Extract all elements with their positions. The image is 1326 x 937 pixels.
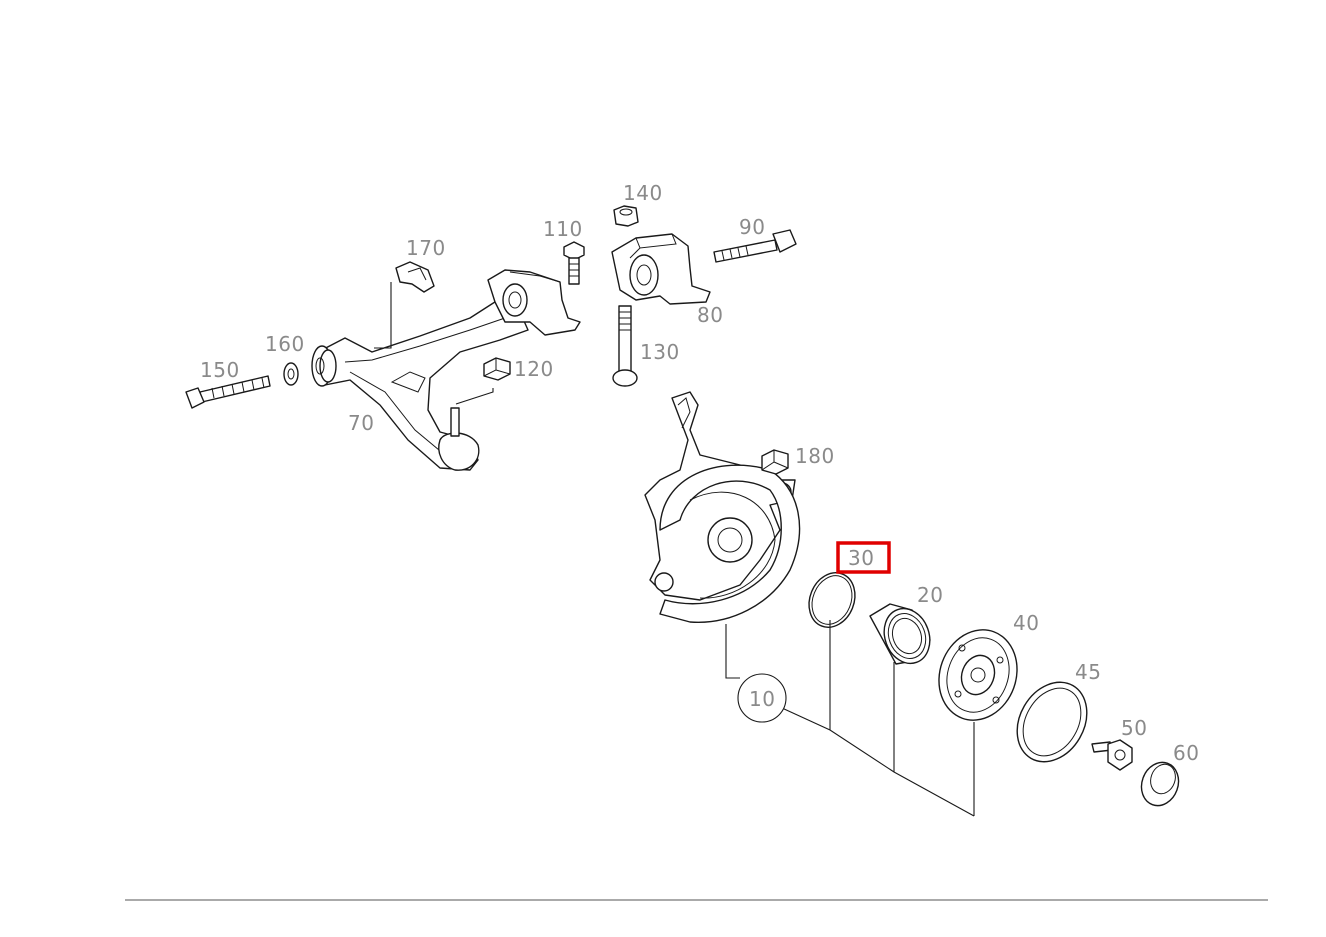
callout-60[interactable]: 60 — [1173, 741, 1199, 765]
callout-140[interactable]: 140 — [623, 181, 663, 205]
callout-45[interactable]: 45 — [1075, 660, 1101, 684]
leader-lines — [374, 282, 975, 817]
callout-160[interactable]: 160 — [265, 332, 305, 356]
callout-110[interactable]: 110 — [543, 217, 583, 241]
wheel-bearing-20-part[interactable] — [869, 602, 937, 670]
callout-170[interactable]: 170 — [406, 236, 446, 260]
callout-80[interactable]: 80 — [697, 303, 723, 327]
cap-60-part[interactable] — [1136, 757, 1185, 811]
callout-120[interactable]: 120 — [514, 357, 554, 381]
callout-70[interactable]: 70 — [348, 411, 374, 435]
rear-bushing-part[interactable] — [487, 269, 581, 336]
callout-50[interactable]: 50 — [1121, 716, 1147, 740]
nut-120-part[interactable] — [483, 357, 511, 381]
callout-130[interactable]: 130 — [640, 340, 680, 364]
control-arm-part[interactable] — [311, 299, 529, 471]
bolt-130-part[interactable] — [612, 305, 638, 387]
callout-40[interactable]: 40 — [1013, 611, 1039, 635]
callout-180[interactable]: 180 — [795, 444, 835, 468]
callout-30[interactable]: 30 — [848, 546, 874, 570]
assembly-circle — [737, 673, 787, 723]
nut-140-part[interactable] — [613, 205, 639, 227]
highlight-box — [836, 541, 891, 574]
callout-90[interactable]: 90 — [739, 215, 765, 239]
bolt-150-part[interactable] — [185, 375, 271, 409]
bolt-50-part[interactable] — [1091, 739, 1133, 771]
wheel-hub-40-part[interactable] — [927, 619, 1030, 731]
callout-150[interactable]: 150 — [200, 358, 240, 382]
bushing-part-80[interactable] — [611, 233, 711, 305]
snap-ring-30-part[interactable] — [801, 566, 863, 634]
bolt-90-part[interactable] — [713, 229, 797, 263]
bolt-110-part[interactable] — [563, 241, 585, 285]
ring-45-part[interactable] — [1003, 670, 1100, 775]
nut-180-part[interactable] — [761, 449, 789, 475]
steering-knuckle-part[interactable] — [644, 391, 796, 601]
bracket-170-part[interactable] — [395, 261, 435, 293]
washer-160-part[interactable] — [283, 362, 299, 386]
callout-20[interactable]: 20 — [917, 583, 943, 607]
callout-10[interactable]: 10 — [749, 687, 775, 711]
